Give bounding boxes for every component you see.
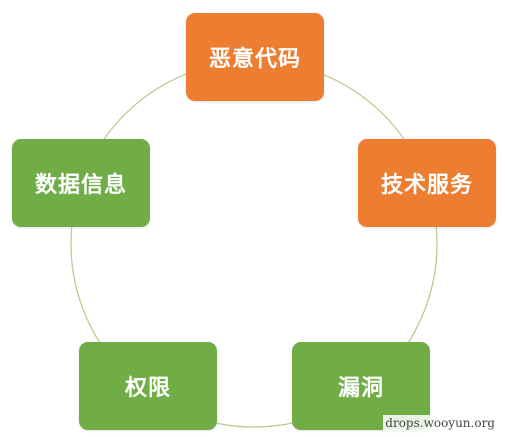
node-data-information: 数据信息 — [12, 139, 150, 227]
node-permission: 权限 — [79, 342, 217, 430]
node-technical-service: 技术服务 — [358, 139, 496, 227]
node-malicious-code: 恶意代码 — [186, 13, 324, 101]
watermark-text: drops.wooyun.org — [383, 415, 497, 431]
